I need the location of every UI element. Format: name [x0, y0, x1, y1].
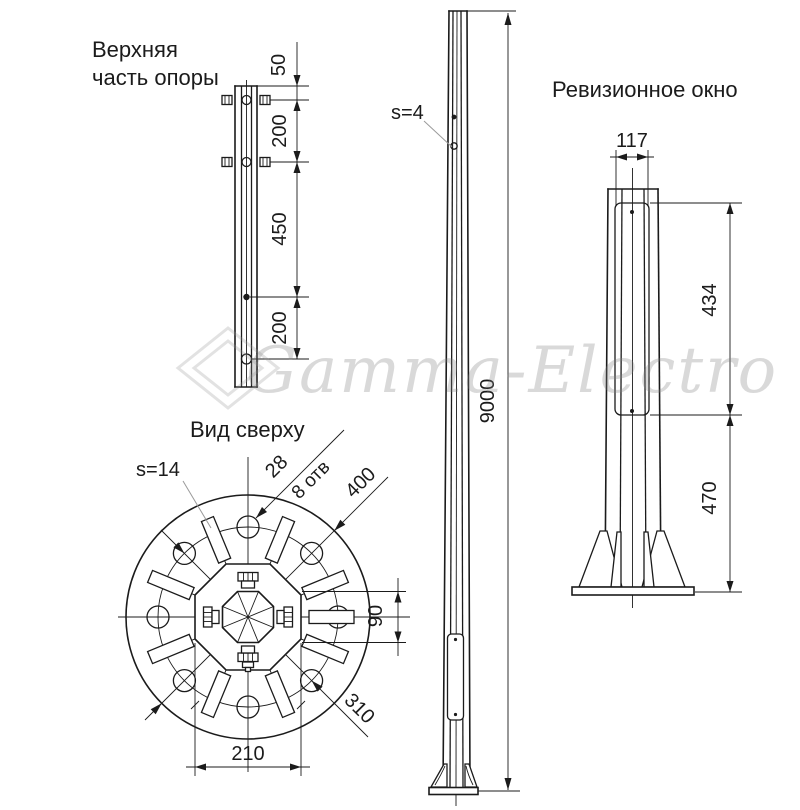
window-width-dimension: 117 — [610, 130, 654, 205]
bottom-earth-bolt — [241, 661, 255, 673]
upper-pole-holes — [240, 293, 253, 365]
wall-thickness-label: s=4 — [391, 102, 424, 124]
pole-base — [428, 763, 479, 806]
watermark-ornament-inner — [191, 339, 265, 397]
dim-90-label: 90 — [365, 605, 387, 627]
plate-thickness-label: s=14 — [136, 459, 180, 481]
anchor-bolt — [237, 571, 259, 589]
watermark: Gamma-Electro — [175, 326, 778, 410]
base-flat-dimension: 210 — [186, 643, 310, 776]
plate-thickness-callout: s=14 — [136, 459, 212, 529]
window-base — [571, 530, 695, 596]
dim-200-upper-label: 200 — [269, 114, 291, 147]
view-upper-part: Верхняя часть опоры — [92, 37, 309, 388]
inner-flat-dimension: 90 — [302, 578, 406, 656]
top-view-title: Вид сверху — [190, 417, 305, 442]
pole-section-octagons — [194, 563, 302, 671]
watermark-text: Gamma-Electro — [246, 334, 778, 408]
dim-470-label: 470 — [699, 481, 721, 514]
view-pole-elevation: s=4 9000 — [391, 10, 520, 806]
window-shaft-outline — [604, 168, 662, 608]
upper-pole-bolts — [221, 94, 271, 168]
dim-50-label: 50 — [268, 54, 290, 76]
watermark-ornament — [175, 326, 281, 410]
flange-outer-circle — [125, 494, 371, 740]
dim-450-label: 450 — [269, 212, 291, 245]
pole-height-dimension: 9000 — [467, 10, 520, 792]
dim-200-lower-label: 200 — [269, 311, 291, 344]
dim-9000-label: 9000 — [477, 379, 499, 424]
window-view-title: Ревизионное окно — [552, 77, 738, 102]
upper-view-title-line1: Верхняя — [92, 37, 178, 62]
dim-117-label: 117 — [616, 130, 648, 152]
dim-434-label: 434 — [699, 283, 721, 316]
pole-revision-window — [446, 633, 465, 721]
window-cover-plate — [614, 202, 650, 416]
upper-dimension-lines: 50 200 450 200 — [250, 42, 309, 360]
upper-pole-outline — [234, 80, 258, 388]
dim-210-label: 210 — [231, 743, 264, 765]
window-height-dimensions: 434 470 — [650, 202, 742, 593]
wall-thickness-leader — [423, 120, 453, 148]
view-revision-window: Ревизионное окно 117 — [552, 77, 742, 608]
upper-view-title-line2: часть опоры — [92, 65, 219, 90]
